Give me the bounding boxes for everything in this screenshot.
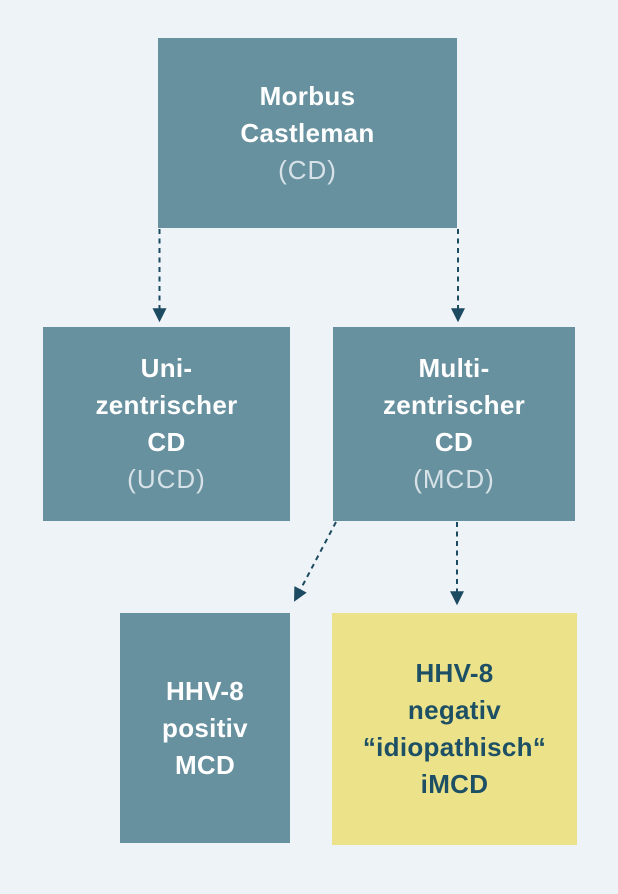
node-abbreviation: (UCD) [127,464,206,494]
node-morbus-castleman: Morbus Castleman (CD) [158,38,457,228]
node-label-line: HHV-8 [415,658,494,688]
node-label-line: Morbus [259,80,356,111]
node-abbreviation: (MCD) [413,464,495,494]
node-label-line: “idiopathisch“ [362,732,547,762]
node-label-line: negativ [407,695,502,725]
node-label-line: MCD [174,749,236,780]
node-unizentrischer-cd: Uni- zentrischer CD (UCD) [43,327,290,521]
node-label-line: Multi- [418,353,490,383]
node-hhv8-positiv-mcd: HHV-8 positiv MCD [120,613,290,843]
arrow-mcd-to-hhv8-positiv [294,521,337,602]
node-label-line: CD [147,427,186,457]
node-label-line: iMCD [420,769,489,799]
node-label-line: Castleman [240,117,375,148]
node-label-line: CD [434,427,474,457]
node-label-line: zentrischer [95,390,238,420]
node-multizentrischer-cd: Multi- zentrischer CD (MCD) [333,327,575,521]
node-label-line: Uni- [140,353,193,383]
node-label-line: positiv [162,712,248,743]
node-abbreviation: (CD) [278,154,337,185]
node-label-line: HHV-8 [165,675,245,706]
node-label-line: zentrischer [382,390,526,420]
node-hhv8-negativ-imcd: HHV-8 negativ “idiopathisch“ iMCD [332,613,577,845]
